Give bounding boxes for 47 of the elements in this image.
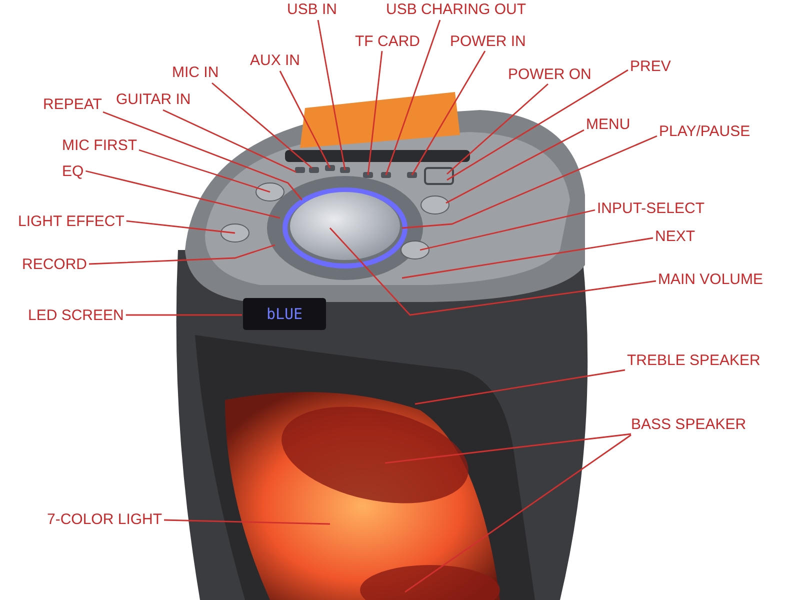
- callout-label: POWER IN: [450, 33, 526, 51]
- callout-label: GUITAR IN: [116, 91, 191, 109]
- leader-line: [317, 20, 346, 170]
- leader-line: [446, 69, 628, 181]
- callout-label: TREBLE SPEAKER: [627, 352, 760, 370]
- leader-line: [367, 50, 383, 176]
- callout-label: MENU: [586, 116, 630, 134]
- callout-label: MIC FIRST: [62, 137, 137, 155]
- callout-label: LIGHT EFFECT: [18, 213, 124, 231]
- leader-line: [384, 433, 632, 464]
- callout-label: NEXT: [655, 228, 696, 246]
- callout-label: USB IN: [287, 1, 338, 19]
- leader-line: [212, 82, 312, 169]
- callout-label: MIC IN: [172, 64, 219, 82]
- callout-label: RECORD: [22, 256, 88, 274]
- callout-label: MAIN VOLUME: [658, 271, 764, 289]
- leader-line: [279, 70, 331, 168]
- leader-line: [102, 111, 303, 200]
- led-display: bLUE: [243, 298, 326, 330]
- callout-label: INPUT-SELECT: [597, 200, 705, 218]
- callout-label: TF CARD: [355, 33, 420, 51]
- leader-line: [411, 50, 486, 176]
- callout-label: USB CHARING OUT: [386, 1, 526, 19]
- leader-line: [138, 149, 270, 193]
- callout-label: BASS SPEAKER: [631, 416, 746, 434]
- callout-label: LED SCREEN: [28, 307, 124, 325]
- leader-line: [126, 314, 242, 316]
- leader-line: [162, 109, 296, 173]
- callout-label: AUX IN: [250, 52, 300, 70]
- leader-line: [402, 237, 654, 279]
- callout-label: PREV: [630, 58, 671, 76]
- callout-label: REPEAT: [43, 96, 102, 114]
- leader-line: [446, 83, 548, 175]
- leader-line: [414, 369, 626, 405]
- leader-line: [86, 170, 280, 219]
- leader-line: [126, 220, 236, 234]
- callout-label: POWER ON: [508, 66, 592, 84]
- callout-label: PLAY/PAUSE: [659, 123, 750, 141]
- callout-label: 7-COLOR LIGHT: [47, 511, 162, 529]
- leader-line: [402, 135, 658, 229]
- leader-line: [329, 228, 656, 316]
- callout-label: EQ: [62, 163, 84, 181]
- leader-line: [88, 244, 276, 265]
- leader-line: [446, 129, 584, 204]
- leader-line: [404, 434, 632, 593]
- leader-line: [164, 519, 330, 525]
- leader-line: [385, 20, 441, 176]
